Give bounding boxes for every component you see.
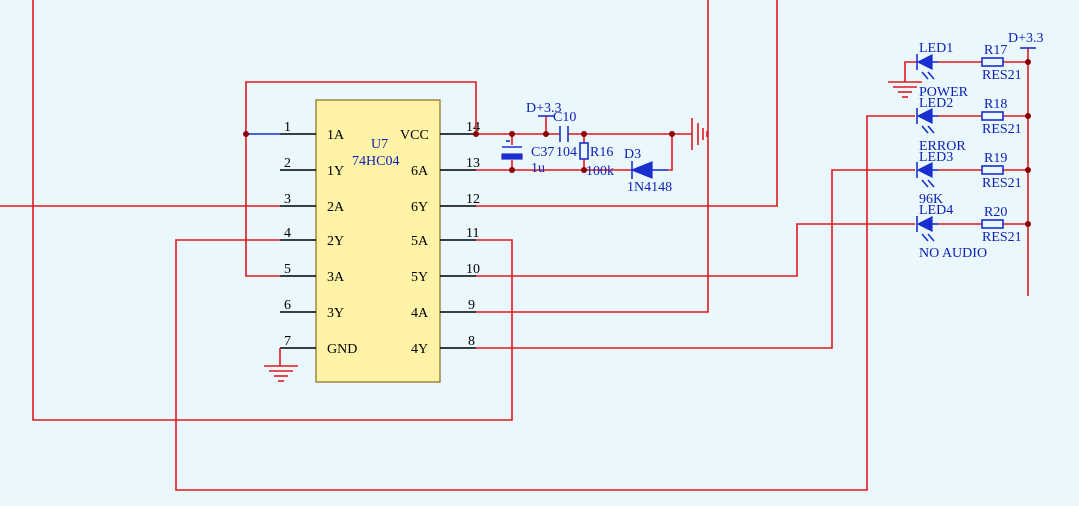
- pin-name: GND: [327, 342, 357, 357]
- pin-number: 6: [284, 298, 291, 313]
- led2-label: ERROR: [919, 139, 966, 154]
- r16-value: 100k: [586, 164, 614, 179]
- power-port-left: D+3.3: [526, 101, 562, 117]
- led-bank: LED1 POWER LED2 ERROR LED3 96K: [916, 41, 1022, 261]
- diode-d3: D3 1N4148: [624, 147, 672, 195]
- led2-ref: LED2: [919, 96, 953, 111]
- r16-ref: R16: [590, 145, 613, 160]
- pin-name: 2A: [327, 200, 345, 215]
- pin-name: 6Y: [411, 200, 428, 215]
- pin-name: 3A: [327, 270, 345, 285]
- led1-ref: LED1: [919, 41, 953, 56]
- pin-number: 9: [468, 298, 475, 313]
- r18-value: RES21: [982, 122, 1022, 137]
- ic-left-pins: 1 2 3 4 5 6 7 1A 1Y 2A 2Y 3A 3Y GND: [280, 120, 357, 357]
- r19-ref: R19: [984, 151, 1007, 166]
- led4-label: NO AUDIO: [919, 246, 987, 261]
- ground-symbol-bus: [691, 118, 708, 150]
- led3-label: 96K: [919, 192, 943, 207]
- pin-name: 1A: [327, 128, 345, 143]
- ic-designator: U7: [371, 137, 388, 152]
- capacitor-c10: C10 104: [553, 110, 577, 160]
- ground-symbol-led: [888, 81, 922, 98]
- c37-ref: C37: [531, 145, 554, 160]
- r20-value: RES21: [982, 230, 1022, 245]
- pin-number: 5: [284, 262, 291, 277]
- r17-value: RES21: [982, 68, 1022, 83]
- pin-name: VCC: [400, 128, 429, 143]
- pin-name: 4A: [411, 306, 429, 321]
- pin-name: 1Y: [327, 164, 344, 179]
- r17-ref: R17: [984, 43, 1007, 58]
- pin-name: 2Y: [327, 234, 344, 249]
- r19-value: RES21: [982, 176, 1022, 191]
- pin-number: 12: [466, 192, 480, 207]
- pin-number: 13: [466, 156, 480, 171]
- d3-value: 1N4148: [627, 180, 672, 195]
- c10-ref: C10: [553, 110, 576, 125]
- pin-name: 6A: [411, 164, 429, 179]
- c37-value: 1u: [531, 161, 545, 176]
- pin-number: 4: [284, 226, 291, 241]
- pin-number: 7: [284, 334, 291, 349]
- pin-number: 11: [466, 226, 479, 241]
- d3-ref: D3: [624, 147, 641, 162]
- led-2: LED2 ERROR: [916, 96, 966, 154]
- pin-name: 4Y: [411, 342, 428, 357]
- resistor-r20: R20 RES21: [981, 205, 1022, 245]
- junctions: [243, 59, 1031, 227]
- c10-value: 104: [556, 145, 577, 160]
- pin-number: 1: [284, 120, 291, 135]
- resistor-r17: R17 RES21: [981, 43, 1022, 83]
- pin-number: 8: [468, 334, 475, 349]
- ic-body: [315, 99, 441, 383]
- power-port-right: D+3.3: [1008, 31, 1044, 49]
- pin-name: 5A: [411, 234, 429, 249]
- r18-ref: R18: [984, 97, 1007, 112]
- ic-right-pins: 14 13 12 11 10 9 8 VCC 6A 6Y 5A 5Y 4A 4Y: [400, 120, 480, 357]
- resistor-r18: R18 RES21: [981, 97, 1022, 137]
- capacitor-c37: C37 1u: [501, 140, 554, 176]
- power-net-label: D+3.3: [526, 101, 562, 116]
- pin-name: 5Y: [411, 270, 428, 285]
- led-3: LED3 96K: [916, 150, 953, 207]
- led1-label: POWER: [919, 85, 969, 100]
- ic-part-number: 74HC04: [352, 154, 399, 169]
- ground-symbol-u7: [264, 365, 298, 382]
- led4-ref: LED4: [919, 203, 953, 218]
- resistor-r16: R16 100k: [579, 142, 614, 179]
- resistor-r19: R19 RES21: [981, 151, 1022, 191]
- power-net-label: D+3.3: [1008, 31, 1044, 46]
- r20-ref: R20: [984, 205, 1007, 220]
- led-4: LED4 NO AUDIO: [916, 203, 987, 261]
- net-wires: [0, 0, 1029, 491]
- pin-number: 10: [466, 262, 480, 277]
- led3-ref: LED3: [919, 150, 953, 165]
- led-1: LED1 POWER: [916, 41, 969, 100]
- pin-number: 2: [284, 156, 291, 171]
- pin-number: 3: [284, 192, 291, 207]
- pin-name: 3Y: [327, 306, 344, 321]
